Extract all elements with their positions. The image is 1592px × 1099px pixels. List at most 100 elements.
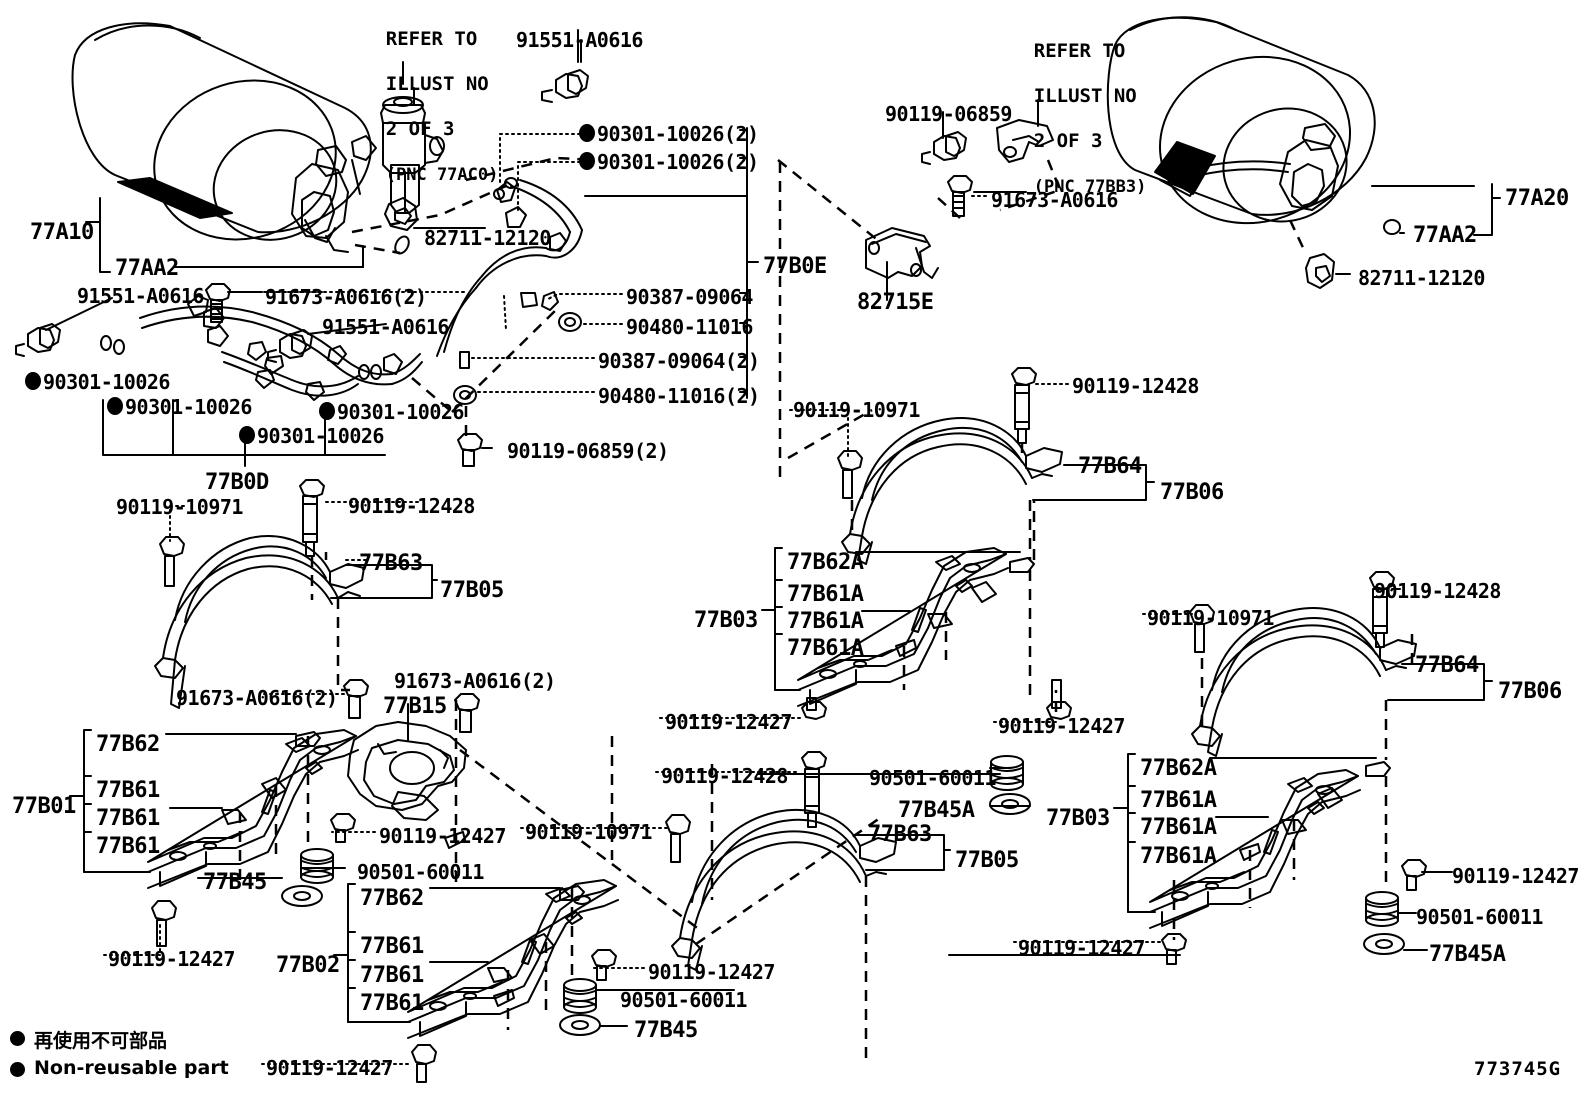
part-label-77b61a: 77B61A: [787, 636, 864, 661]
part-label-90480110162: 90480-11016(2): [598, 384, 760, 408]
refer-right-line2: ILLUST NO: [1033, 85, 1137, 108]
part-label-9011906859: 90119-06859: [885, 102, 1012, 126]
part-label-77b06: 77B06: [1498, 679, 1562, 704]
part-label-77b63: 77B63: [868, 822, 932, 847]
part-label-77b61a: 77B61A: [1140, 844, 1217, 869]
non-reusable-dot: [579, 124, 595, 142]
part-label-77b02: 77B02: [276, 953, 340, 978]
part-label-90119068592: 90119-06859(2): [507, 439, 669, 463]
part-label-9011912427: 90119-12427: [998, 714, 1125, 738]
legend-dot-en: [10, 1062, 25, 1077]
legend-text-jp: 再使用不可部品: [34, 1030, 168, 1052]
part-label-90301100262: 90301-10026(2): [597, 122, 759, 146]
part-label-9050160011: 90501-60011: [620, 988, 747, 1012]
part-label-9011910971: 90119-10971: [793, 398, 920, 422]
part-label-9011912427: 90119-12427: [266, 1056, 393, 1080]
part-label-77b61: 77B61: [96, 806, 160, 831]
part-label-77b64: 77B64: [1078, 454, 1142, 479]
part-label-9050160011: 90501-60011: [1416, 905, 1543, 929]
part-label-77a10: 77A10: [30, 220, 94, 245]
part-label-91551a0616: 91551-A0616: [516, 28, 643, 52]
part-label-77b45a: 77B45A: [898, 798, 975, 823]
part-label-8271112120: 82711-12120: [424, 226, 551, 250]
part-label-77b61: 77B61: [96, 778, 160, 803]
part-label-77b62a: 77B62A: [1140, 756, 1217, 781]
part-label-91673a06162: 91673-A0616(2): [394, 669, 556, 693]
part-label-77b0d: 77B0D: [205, 470, 269, 495]
part-label-91673a06162: 91673-A0616(2): [265, 285, 427, 309]
part-label-77b62: 77B62: [96, 732, 160, 757]
part-label-9011912428: 90119-12428: [661, 764, 788, 788]
part-label-8271112120: 82711-12120: [1358, 266, 1485, 290]
part-label-9038709064: 90387-09064: [626, 285, 753, 309]
refer-right-line4: (PNC 77BB3): [1033, 176, 1147, 197]
part-label-77b61: 77B61: [360, 934, 424, 959]
part-label-77aa2: 77AA2: [115, 256, 179, 281]
part-label-77b62a: 77B62A: [787, 550, 864, 575]
non-reusable-dot: [107, 397, 123, 415]
part-label-9011912427: 90119-12427: [1018, 936, 1145, 960]
part-label-9011910971: 90119-10971: [525, 820, 652, 844]
part-label-9048011016: 90480-11016: [626, 315, 753, 339]
part-label-77b61: 77B61: [360, 963, 424, 988]
part-label-9011910971: 90119-10971: [1147, 606, 1274, 630]
part-label-9011912427: 90119-12427: [665, 710, 792, 734]
part-label-77b01: 77B01: [12, 794, 76, 819]
refer-note-left: REFER TO ILLUST NO 2 OF 3 (PNC 77AC0): [340, 6, 499, 208]
refer-left-line4: (PNC 77AC0): [385, 164, 499, 185]
refer-left-line1: REFER TO: [385, 28, 478, 51]
part-label-91551a0616: 91551-A0616: [322, 315, 449, 339]
part-label-9011912427: 90119-12427: [379, 824, 506, 848]
part-label-77b06: 77B06: [1160, 480, 1224, 505]
refer-right-line1: REFER TO: [1033, 40, 1126, 63]
part-label-77b61a: 77B61A: [1140, 788, 1217, 813]
part-label-9030110026: 90301-10026: [337, 400, 464, 424]
part-label-77b61a: 77B61A: [787, 582, 864, 607]
part-label-77b15: 77B15: [383, 694, 447, 719]
part-label-9011912428: 90119-12428: [1374, 579, 1501, 603]
part-label-91673a06162: 91673-A0616(2): [176, 686, 338, 710]
refer-right-line3: 2 OF 3: [1033, 130, 1103, 153]
refer-left-line3: 2 OF 3: [385, 118, 455, 141]
part-label-77a20: 77A20: [1505, 186, 1569, 211]
non-reusable-dot: [239, 426, 255, 444]
part-label-77b03: 77B03: [1046, 806, 1110, 831]
part-label-77b61: 77B61: [96, 834, 160, 859]
part-label-9011912427: 90119-12427: [108, 947, 235, 971]
legend-text-en: Non-reusable part: [34, 1057, 229, 1079]
part-label-9011912428: 90119-12428: [1072, 374, 1199, 398]
part-label-9011912428: 90119-12428: [348, 494, 475, 518]
part-label-77b0e: 77B0E: [763, 254, 827, 279]
part-label-77aa2: 77AA2: [1413, 223, 1477, 248]
part-label-91673a0616: 91673-A0616: [991, 188, 1118, 212]
part-label-90301100262: 90301-10026(2): [597, 150, 759, 174]
part-label-77b61: 77B61: [360, 991, 424, 1016]
non-reusable-dot: [25, 372, 41, 390]
part-label-9011910971: 90119-10971: [116, 495, 243, 519]
part-label-9011912427: 90119-12427: [1452, 864, 1579, 888]
part-label-77b62: 77B62: [360, 886, 424, 911]
non-reusable-dot: [579, 152, 595, 170]
refer-note-right: REFER TO ILLUST NO 2 OF 3 (PNC 77BB3): [988, 18, 1147, 220]
part-label-91551a0616: 91551-A0616: [77, 284, 204, 308]
part-label-77b45a: 77B45A: [1429, 942, 1506, 967]
part-label-9030110026: 90301-10026: [257, 424, 384, 448]
part-label-77b61a: 77B61A: [787, 609, 864, 634]
part-label-77b64: 77B64: [1415, 653, 1479, 678]
part-label-9050160011: 90501-60011: [357, 860, 484, 884]
non-reusable-dot: [319, 402, 335, 420]
part-label-90387090642: 90387-09064(2): [598, 349, 760, 373]
part-label-9030110026: 90301-10026: [125, 395, 252, 419]
part-label-9030110026: 90301-10026: [43, 370, 170, 394]
legend-dot-jp: [10, 1031, 25, 1046]
part-label-77b05: 77B05: [955, 848, 1019, 873]
part-label-77b45: 77B45: [634, 1018, 698, 1043]
part-label-77b05: 77B05: [440, 578, 504, 603]
refer-left-line2: ILLUST NO: [385, 73, 489, 96]
part-label-77b61a: 77B61A: [1140, 815, 1217, 840]
drawing-number: 773745G: [1474, 1058, 1562, 1080]
part-label-77b63: 77B63: [359, 551, 423, 576]
part-label-9050160011: 90501-60011: [869, 766, 996, 790]
